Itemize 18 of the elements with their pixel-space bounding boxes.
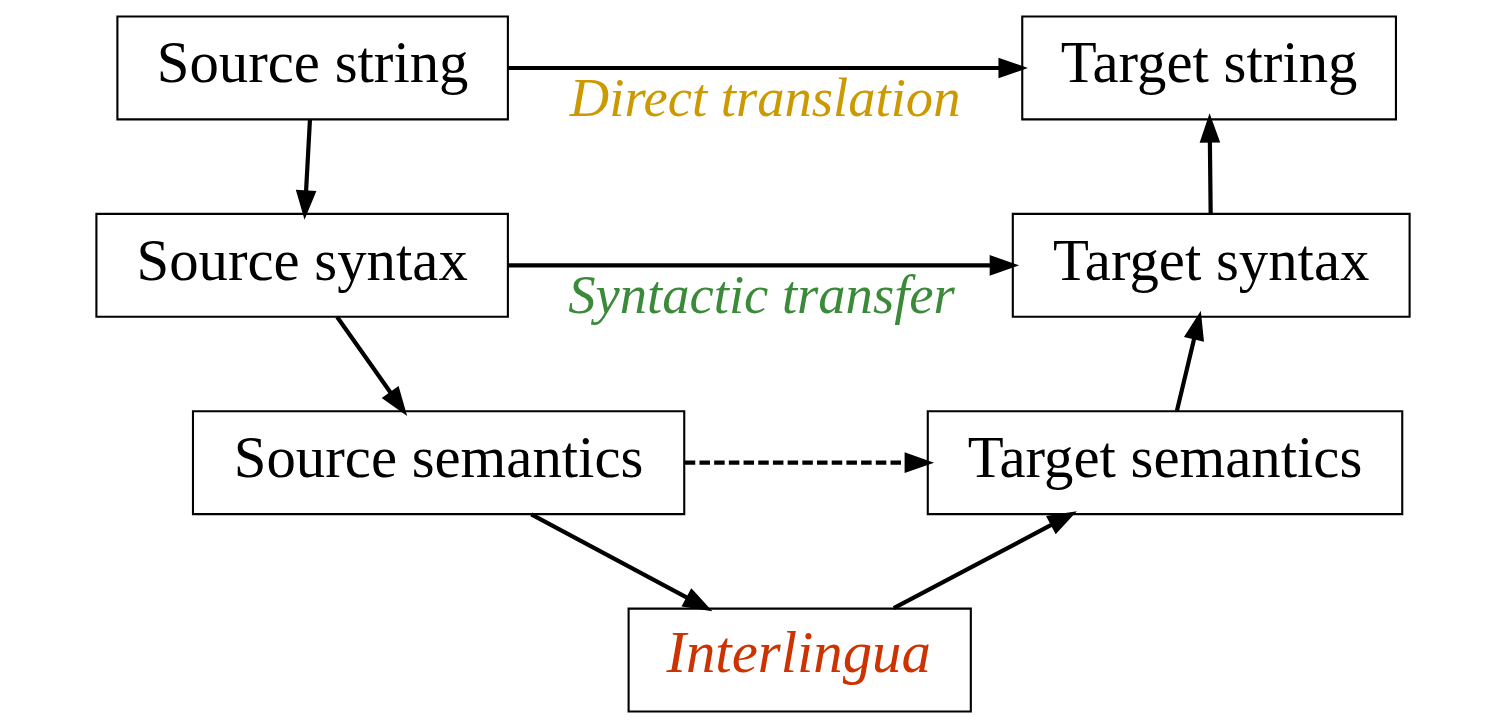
arrow: [684, 452, 934, 473]
arrow: [295, 119, 316, 220]
arrow: [507, 255, 1019, 276]
arrow: [529, 512, 712, 612]
node-box: Source syntax: [94, 212, 509, 318]
arrow: [1199, 113, 1220, 214]
node-box: Target semantics: [926, 410, 1403, 516]
node-box: Source semantics: [191, 410, 685, 516]
edge-label: Syntactic transfer: [567, 264, 955, 326]
arrow: [892, 511, 1077, 611]
arrow: [507, 57, 1028, 79]
edge-label: Direct translation: [569, 66, 960, 128]
arrow: [1174, 310, 1204, 412]
node-box: Interlingua: [627, 607, 972, 713]
node-box: Target syntax: [1011, 212, 1411, 318]
node-box: Source string: [115, 15, 509, 121]
arrow: [334, 315, 407, 417]
node-box: Target string: [1020, 15, 1397, 121]
